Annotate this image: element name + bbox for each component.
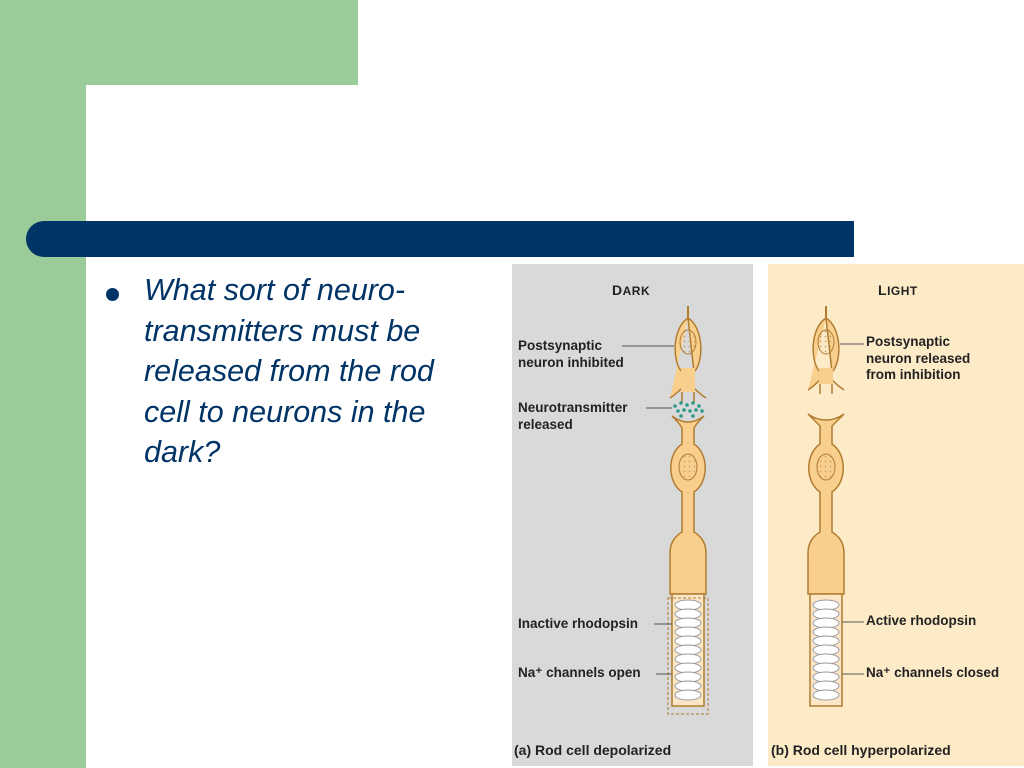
light-label-postsynaptic: Postsynaptic neuron released from inhibi… xyxy=(866,334,971,382)
left-green-band xyxy=(0,0,86,768)
dark-header: DARK xyxy=(612,282,651,298)
dark-label-channels: Na⁺ channels open xyxy=(518,665,641,680)
bullet-question-text: What sort of neuro- transmitters must be… xyxy=(144,273,434,469)
figure-panel-light: LIGHT Postsynaptic neuron released from … xyxy=(768,264,1024,766)
light-label-channels: Na⁺ channels closed xyxy=(866,665,1000,680)
dark-caption: (a) Rod cell depolarized xyxy=(514,742,672,758)
dark-rod-cell-diagram xyxy=(622,306,709,715)
light-rod-cell xyxy=(807,413,845,707)
bullet-dot-icon xyxy=(106,288,119,301)
light-label-rhodopsin: Active rhodopsin xyxy=(866,613,977,628)
dark-label-neurotransmitter: Neurotransmitter released xyxy=(518,400,628,432)
light-caption: (b) Rod cell hyperpolarized xyxy=(771,742,951,758)
light-header: LIGHT xyxy=(878,282,918,298)
light-rod-cell-diagram xyxy=(807,306,864,707)
dark-label-postsynaptic: Postsynaptic neuron inhibited xyxy=(518,338,624,370)
light-postsynaptic-neuron xyxy=(807,306,845,394)
light-leader-lines xyxy=(840,343,864,675)
dark-leader-lines xyxy=(622,345,674,675)
dark-rod-cell xyxy=(667,415,709,715)
top-green-band xyxy=(0,0,358,85)
dark-label-rhodopsin: Inactive rhodopsin xyxy=(518,616,639,631)
title-bar xyxy=(26,221,854,257)
dark-postsynaptic-neuron xyxy=(669,306,707,402)
figure-panel-dark: DARK Postsynaptic neuron inhibited Neuro… xyxy=(512,264,753,766)
dark-neurotransmitter-dots xyxy=(673,401,704,418)
